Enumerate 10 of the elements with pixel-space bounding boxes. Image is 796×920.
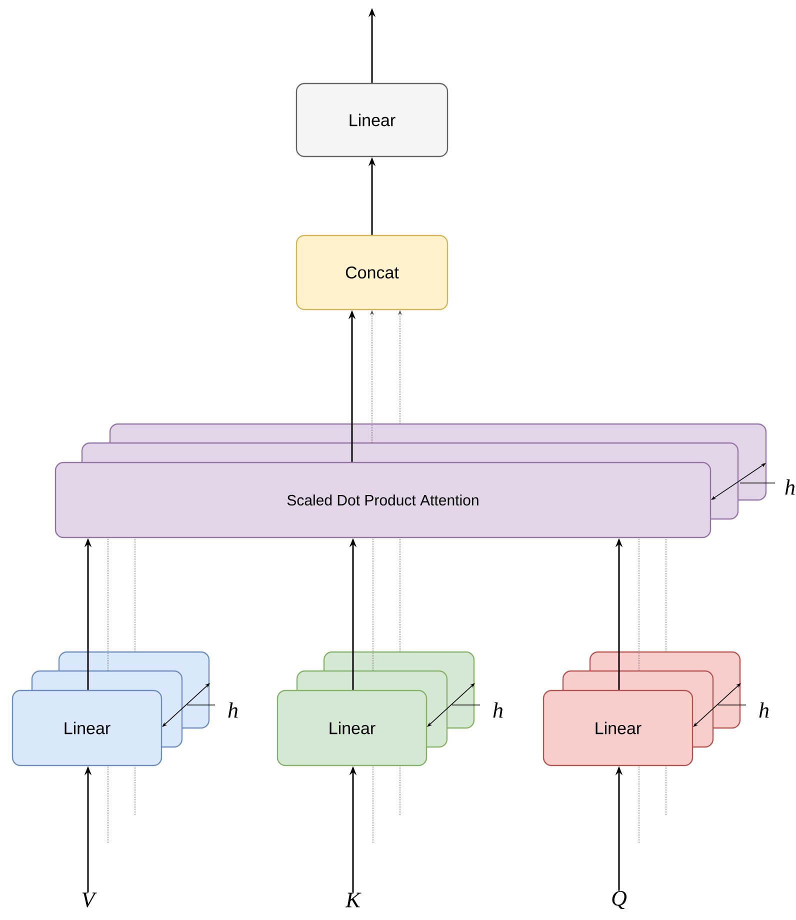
stacked-box-drawing: Linear [542, 651, 741, 766]
process-box: Linear [296, 82, 448, 158]
stacked-box-drawing: Linear [276, 651, 475, 766]
process-box: Concat [296, 234, 448, 310]
stacked-box-drawing: Linear [12, 651, 210, 766]
depth-label: h [228, 702, 238, 718]
input-label: Q [612, 890, 627, 910]
stacked-box-drawing: Scaled Dot Product Attention [54, 423, 767, 538]
input-label: K [345, 892, 362, 908]
input-label: V [82, 892, 97, 908]
